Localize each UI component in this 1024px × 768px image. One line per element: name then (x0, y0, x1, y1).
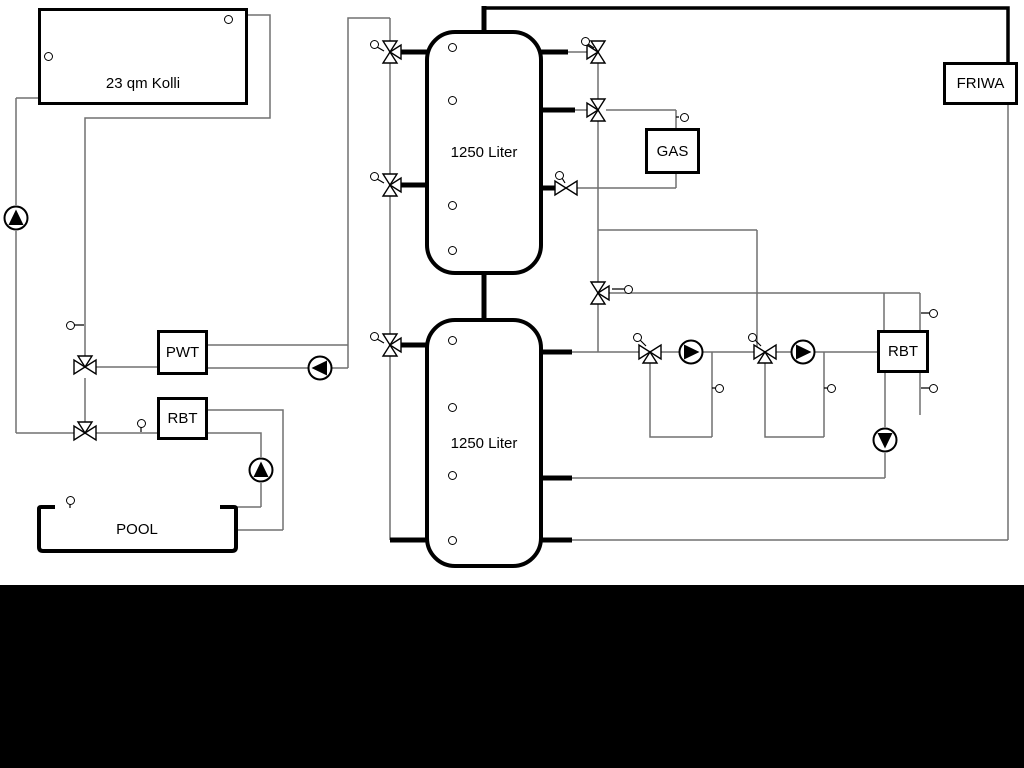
three-way-valve-icon (589, 281, 610, 305)
friwa-box: FRIWA (943, 62, 1018, 105)
pump-heating1-icon (678, 339, 704, 365)
sensor-icon (715, 384, 724, 393)
lower-tank-label: 1250 Liter (450, 434, 518, 452)
pump-rbt-icon (872, 427, 898, 453)
pump-heating2-icon (790, 339, 816, 365)
gas-label: GAS (656, 142, 689, 160)
upper-tank: 1250 Liter (425, 30, 543, 275)
sensor-icon (680, 113, 689, 122)
valve-actuator-icon (555, 171, 564, 180)
pool-label: POOL (116, 521, 158, 538)
three-way-valve-icon (586, 98, 607, 122)
sensor-icon (929, 309, 938, 318)
rbt-right-label: RBT (888, 343, 918, 360)
upper-tank-label: 1250 Liter (450, 144, 518, 161)
sensor-icon (448, 471, 457, 480)
gas-box: GAS (645, 128, 700, 174)
pump-collector-icon (3, 205, 29, 231)
pump-pwt-icon (307, 355, 333, 381)
three-way-valve-icon (381, 173, 402, 197)
sensor-icon (827, 384, 836, 393)
rbt-left-box: RBT (157, 397, 208, 440)
valve-actuator-icon (370, 40, 379, 49)
top-pipe (484, 6, 1010, 62)
three-way-valve-icon (381, 40, 402, 64)
sensor-icon (224, 15, 233, 24)
friwa-label: FRIWA (956, 75, 1005, 92)
rbt-right-box: RBT (877, 330, 929, 373)
pool-shape (37, 505, 238, 553)
three-way-valve-icon (586, 40, 607, 64)
lower-tank: 1250 Liter (425, 318, 543, 568)
sensor-icon (448, 201, 457, 210)
sensor-icon (66, 496, 75, 505)
collector-box: 23 qm Kolli (38, 8, 248, 105)
pwt-box: PWT (157, 330, 208, 375)
thick-pipes (390, 6, 575, 543)
sensor-icon (448, 96, 457, 105)
collector-label: 23 qm Kolli (105, 75, 181, 92)
sensor-icon (448, 536, 457, 545)
sensor-icon (929, 384, 938, 393)
valve-actuator-icon (748, 333, 757, 342)
sensor-icon (448, 403, 457, 412)
sensor-icon (448, 246, 457, 255)
valve-actuator-icon (633, 333, 642, 342)
three-way-valve-icon (73, 421, 97, 442)
valve-actuator-icon (624, 285, 633, 294)
sensor-icon (137, 419, 146, 428)
three-way-valve-icon (381, 333, 402, 357)
pump-pool-icon (248, 457, 274, 483)
three-way-valve-icon (73, 355, 97, 376)
letterbox (0, 585, 1024, 768)
thin-pipes (15, 14, 1009, 541)
sensor-icon (448, 336, 457, 345)
sensor-icon (66, 321, 75, 330)
pwt-label: PWT (165, 344, 200, 361)
sensor-icon (448, 43, 457, 52)
valve-actuator-icon (370, 332, 379, 341)
three-way-valve-icon (753, 343, 777, 364)
rbt-left-label: RBT (167, 410, 198, 427)
three-way-valve-icon (638, 343, 662, 364)
valve-icon (554, 179, 578, 197)
sensor-icon (44, 52, 53, 61)
valve-actuator-icon (581, 37, 590, 46)
valve-actuator-icon (370, 172, 379, 181)
